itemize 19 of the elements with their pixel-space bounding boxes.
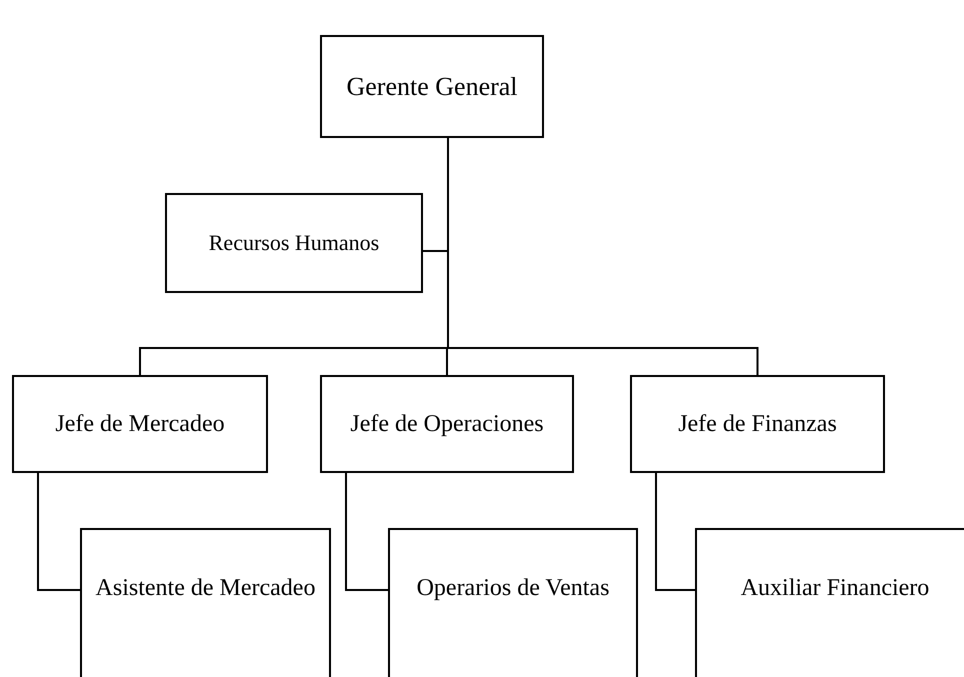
position-title: Jefe de Mercadeo — [54, 410, 226, 438]
position-box — [388, 528, 638, 677]
connector-line — [345, 473, 388, 591]
position-box — [320, 375, 574, 473]
position-box — [630, 375, 885, 473]
connector-line — [655, 473, 695, 591]
position-title: Auxiliar Financiero — [740, 574, 930, 602]
position-title: Operarios de Ventas — [416, 574, 610, 602]
position-title: Jefe de Finanzas — [677, 410, 838, 438]
position-title: Asistente de Mercadeo — [94, 574, 316, 602]
position-title: Gerente General — [345, 72, 519, 102]
connector-line — [37, 473, 80, 591]
position-box — [320, 35, 544, 138]
position-box — [165, 193, 423, 293]
position-title: Recursos Humanos — [208, 230, 380, 256]
position-box — [695, 528, 964, 677]
position-box — [12, 375, 268, 473]
position-box — [80, 528, 331, 677]
position-title: Jefe de Operaciones — [349, 410, 545, 438]
